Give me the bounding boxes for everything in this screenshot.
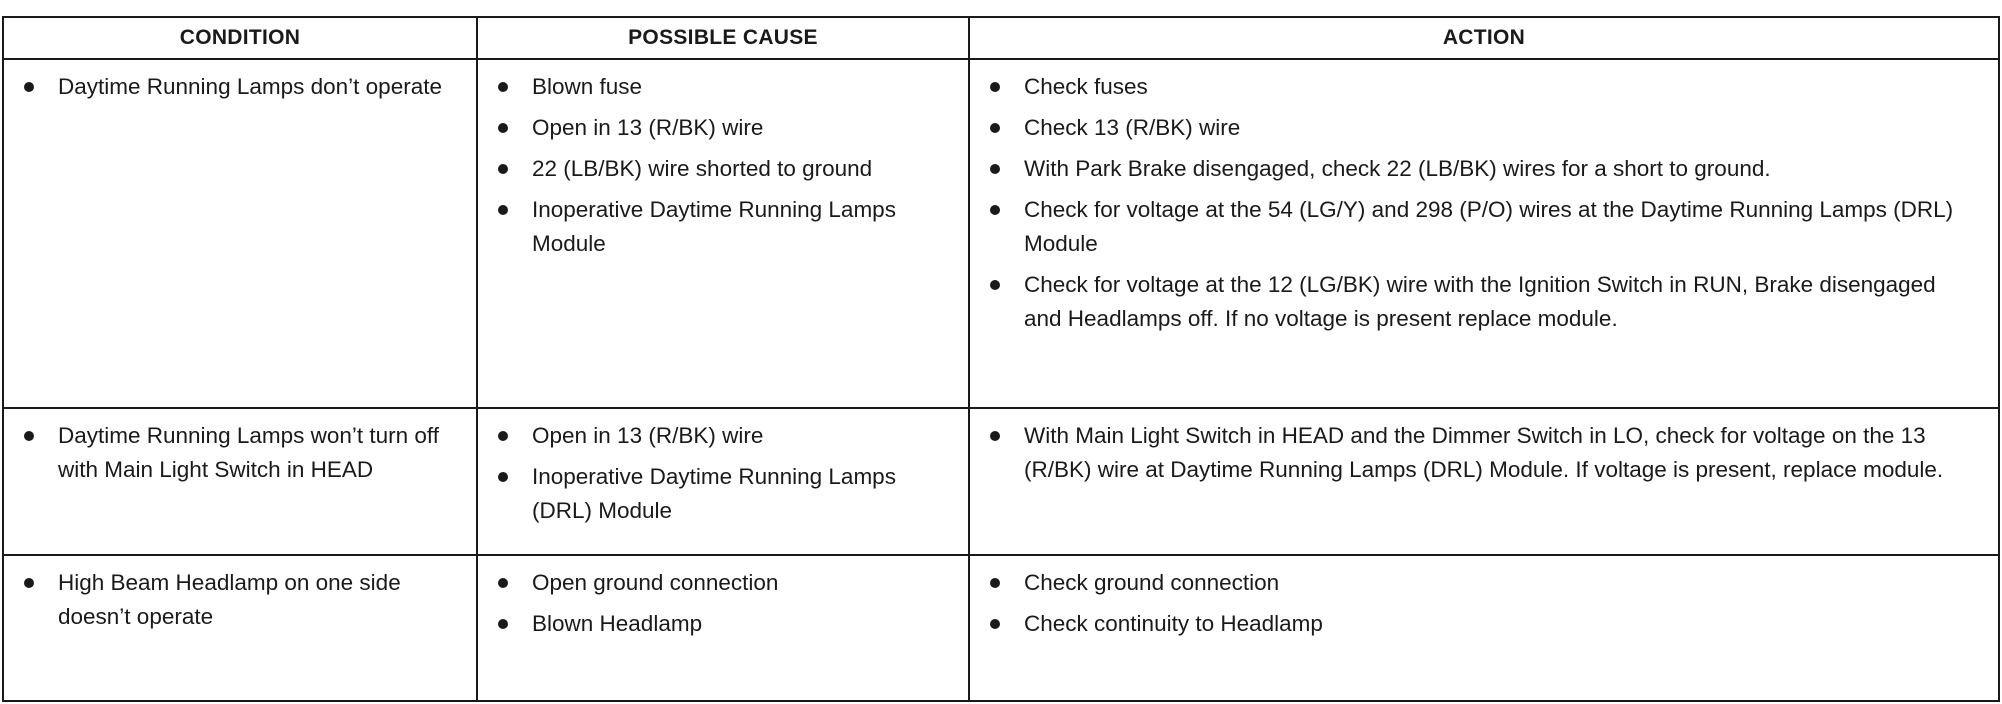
action-text: With Park Brake disengaged, check 22 (LB… (1024, 156, 1771, 181)
table-row: Daytime Running Lamps won’t turn off wit… (2, 407, 2000, 556)
bullet-icon (498, 82, 508, 92)
bullet-item: Blown Headlamp (488, 607, 948, 641)
bullet-icon (990, 280, 1000, 290)
bullet-icon (498, 578, 508, 588)
cause-text: Open ground connection (532, 570, 779, 595)
table-body: Daytime Running Lamps don’t operate Blow… (2, 58, 2000, 702)
condition-text: High Beam Headlamp on one side doesn’t o… (58, 570, 401, 629)
bullet-list: Daytime Running Lamps don’t operate (4, 60, 476, 104)
bullet-icon (24, 431, 34, 441)
bullet-item: Check continuity to Headlamp (980, 607, 1978, 641)
condition-cell: High Beam Headlamp on one side doesn’t o… (2, 554, 478, 702)
action-text: Check continuity to Headlamp (1024, 611, 1323, 636)
bullet-item: With Park Brake disengaged, check 22 (LB… (980, 152, 1978, 186)
action-text: Check for voltage at the 54 (LG/Y) and 2… (1024, 197, 1954, 256)
header-row: CONDITION POSSIBLE CAUSE ACTION (2, 16, 2000, 60)
cause-text: Blown Headlamp (532, 611, 703, 636)
bullet-list: Daytime Running Lamps won’t turn off wit… (4, 409, 476, 487)
bullet-list: High Beam Headlamp on one side doesn’t o… (4, 556, 476, 634)
bullet-icon (990, 123, 1000, 133)
bullet-icon (498, 164, 508, 174)
bullet-item: With Main Light Switch in HEAD and the D… (980, 419, 1978, 487)
cause-text: Open in 13 (R/BK) wire (532, 115, 764, 140)
condition-text: Daytime Running Lamps won’t turn off wit… (58, 423, 440, 482)
bullet-icon (498, 123, 508, 133)
action-text: Check for voltage at the 12 (LG/BK) wire… (1024, 272, 1936, 331)
cause-text: Open in 13 (R/BK) wire (532, 423, 764, 448)
bullet-icon (990, 619, 1000, 629)
bullet-icon (498, 619, 508, 629)
bullet-icon (24, 82, 34, 92)
table-header: CONDITION POSSIBLE CAUSE ACTION (2, 16, 2000, 60)
condition-cell: Daytime Running Lamps don’t operate (2, 58, 478, 409)
action-text: Check fuses (1024, 74, 1148, 99)
header-condition: CONDITION (2, 16, 478, 60)
header-action: ACTION (968, 16, 2000, 60)
bullet-item: Open in 13 (R/BK) wire (488, 111, 948, 145)
bullet-icon (498, 205, 508, 215)
cause-text: 22 (LB/BK) wire shorted to ground (532, 156, 873, 181)
bullet-item: Inoperative Daytime Running Lamps (DRL) … (488, 460, 948, 528)
bullet-icon (990, 82, 1000, 92)
bullet-item: High Beam Headlamp on one side doesn’t o… (14, 566, 456, 634)
cause-text: Inoperative Daytime Running Lamps (DRL) … (532, 464, 896, 523)
condition-cell: Daytime Running Lamps won’t turn off wit… (2, 407, 478, 556)
bullet-item: Blown fuse (488, 70, 948, 104)
bullet-item: Inoperative Daytime Running Lamps Module (488, 193, 948, 261)
bullet-item: Open ground connection (488, 566, 948, 600)
bullet-icon (498, 472, 508, 482)
bullet-item: Open in 13 (R/BK) wire (488, 419, 948, 453)
bullet-item: Daytime Running Lamps don’t operate (14, 70, 456, 104)
bullet-item: Check for voltage at the 54 (LG/Y) and 2… (980, 193, 1978, 261)
condition-text: Daytime Running Lamps don’t operate (58, 74, 442, 99)
action-text: Check ground connection (1024, 570, 1280, 595)
bullet-icon (498, 431, 508, 441)
cause-text: Blown fuse (532, 74, 643, 99)
bullet-item: Check for voltage at the 12 (LG/BK) wire… (980, 268, 1978, 336)
action-text: With Main Light Switch in HEAD and the D… (1024, 423, 1944, 482)
bullet-icon (990, 431, 1000, 441)
table-row: Daytime Running Lamps don’t operate Blow… (2, 58, 2000, 409)
header-possible-cause: POSSIBLE CAUSE (476, 16, 970, 60)
bullet-item: Daytime Running Lamps won’t turn off wit… (14, 419, 456, 487)
bullet-item: Check fuses (980, 70, 1978, 104)
bullet-icon (990, 205, 1000, 215)
diagnosis-table: CONDITION POSSIBLE CAUSE ACTION Daytime … (2, 16, 2000, 702)
action-cell: With Main Light Switch in HEAD and the D… (968, 407, 2000, 556)
bullet-icon (990, 164, 1000, 174)
bullet-item: 22 (LB/BK) wire shorted to ground (488, 152, 948, 186)
bullet-item: Check 13 (R/BK) wire (980, 111, 1978, 145)
bullet-icon (24, 578, 34, 588)
cause-text: Inoperative Daytime Running Lamps Module (532, 197, 896, 256)
action-text: Check 13 (R/BK) wire (1024, 115, 1241, 140)
bullet-item: Check ground connection (980, 566, 1978, 600)
bullet-icon (990, 578, 1000, 588)
bullet-list: With Main Light Switch in HEAD and the D… (970, 409, 1998, 487)
table-row: High Beam Headlamp on one side doesn’t o… (2, 554, 2000, 702)
